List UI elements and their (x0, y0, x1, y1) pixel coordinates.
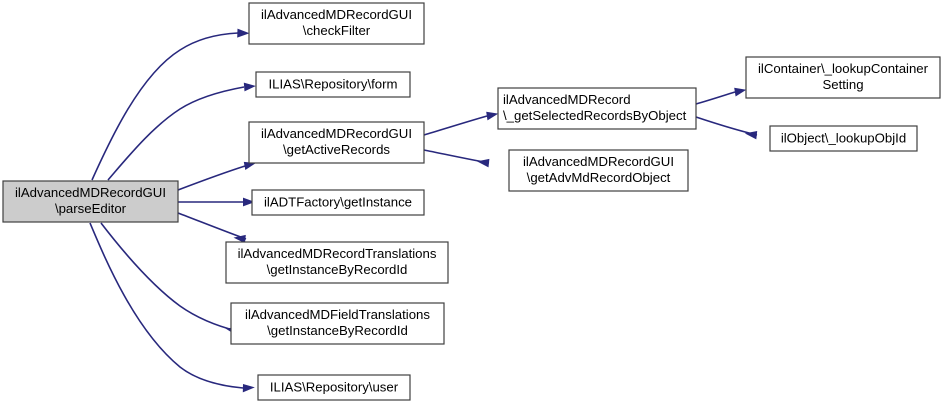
node-repository-user-label: ILIAS\Repository\user (270, 379, 399, 394)
edge-root-to-repouser (89, 222, 255, 393)
node-field-translations-line1: ilAdvancedMDFieldTranslations (245, 307, 430, 322)
node-get-adv-md-record-object-line2: \getAdvMdRecordObject (527, 170, 671, 185)
node-lookup-obj-id[interactable]: ilObject\_lookupObjId (769, 125, 918, 152)
node-repository-form-label: ILIAS\Repository\form (269, 76, 398, 91)
node-get-adv-md-record-object[interactable]: ilAdvancedMDRecordGUI \getAdvMdRecordObj… (508, 149, 689, 192)
node-get-active-records-line2: \getActiveRecords (283, 142, 390, 157)
node-lookup-obj-id-label: ilObject\_lookupObjId (781, 130, 906, 145)
edge-root-to-getactiverecords (177, 161, 256, 191)
edge-getactiverecords-to-advmdrecordobject (423, 149, 490, 168)
node-get-selected-records-by-object-line1: ilAdvancedMDRecord (503, 92, 631, 107)
node-adt-factory-get-instance[interactable]: ilADTFactory\getInstance (251, 189, 425, 216)
node-get-active-records[interactable]: ilAdvancedMDRecordGUI \getActiveRecords (248, 121, 425, 164)
edge-selectedrecords-to-lookupcontainer (695, 87, 747, 105)
node-adt-factory-get-instance-label: ilADTFactory\getInstance (264, 194, 412, 209)
node-lookup-container-setting-line1: ilContainer\_lookupContainer (758, 61, 929, 76)
node-field-translations[interactable]: ilAdvancedMDFieldTranslations \getInstan… (230, 302, 445, 345)
node-lookup-container-setting[interactable]: ilContainer\_lookupContainer Setting (745, 56, 941, 99)
edge-root-to-checkfilter (91, 28, 250, 181)
node-check-filter-line1: ilAdvancedMDRecordGUI (261, 7, 412, 22)
edge-getactiverecords-to-selectedrecords (423, 111, 499, 136)
node-get-adv-md-record-object-line1: ilAdvancedMDRecordGUI (523, 154, 674, 169)
node-get-selected-records-by-object-line2: \_getSelectedRecordsByObject (503, 108, 687, 123)
node-get-active-records-line1: ilAdvancedMDRecordGUI (261, 126, 412, 141)
node-lookup-container-setting-line2: Setting (822, 77, 863, 92)
node-repository-form[interactable]: ILIAS\Repository\form (255, 71, 411, 98)
edge-root-to-adtfactory (178, 197, 255, 207)
node-record-translations-line1: ilAdvancedMDRecordTranslations (238, 246, 437, 261)
edge-root-to-recordtranslations (177, 212, 247, 244)
node-parse-editor-line2: \parseEditor (55, 201, 127, 216)
node-record-translations[interactable]: ilAdvancedMDRecordTranslations \getInsta… (225, 241, 449, 284)
node-parse-editor-line1: ilAdvancedMDRecordGUI (15, 185, 166, 200)
node-repository-user[interactable]: ILIAS\Repository\user (257, 374, 411, 401)
node-parse-editor[interactable]: ilAdvancedMDRecordGUI \parseEditor (2, 180, 179, 223)
edge-selectedrecords-to-lookupobjid (695, 116, 758, 140)
node-check-filter[interactable]: ilAdvancedMDRecordGUI \checkFilter (248, 2, 425, 45)
node-field-translations-line2: \getInstanceByRecordId (267, 323, 408, 338)
node-get-selected-records-by-object[interactable]: ilAdvancedMDRecord \_getSelectedRecordsB… (497, 87, 697, 130)
edge-root-to-fieldtranslations (100, 222, 238, 336)
node-record-translations-line2: \getInstanceByRecordId (267, 262, 408, 277)
edge-root-to-repoform (107, 82, 256, 181)
node-check-filter-line2: \checkFilter (303, 23, 371, 38)
